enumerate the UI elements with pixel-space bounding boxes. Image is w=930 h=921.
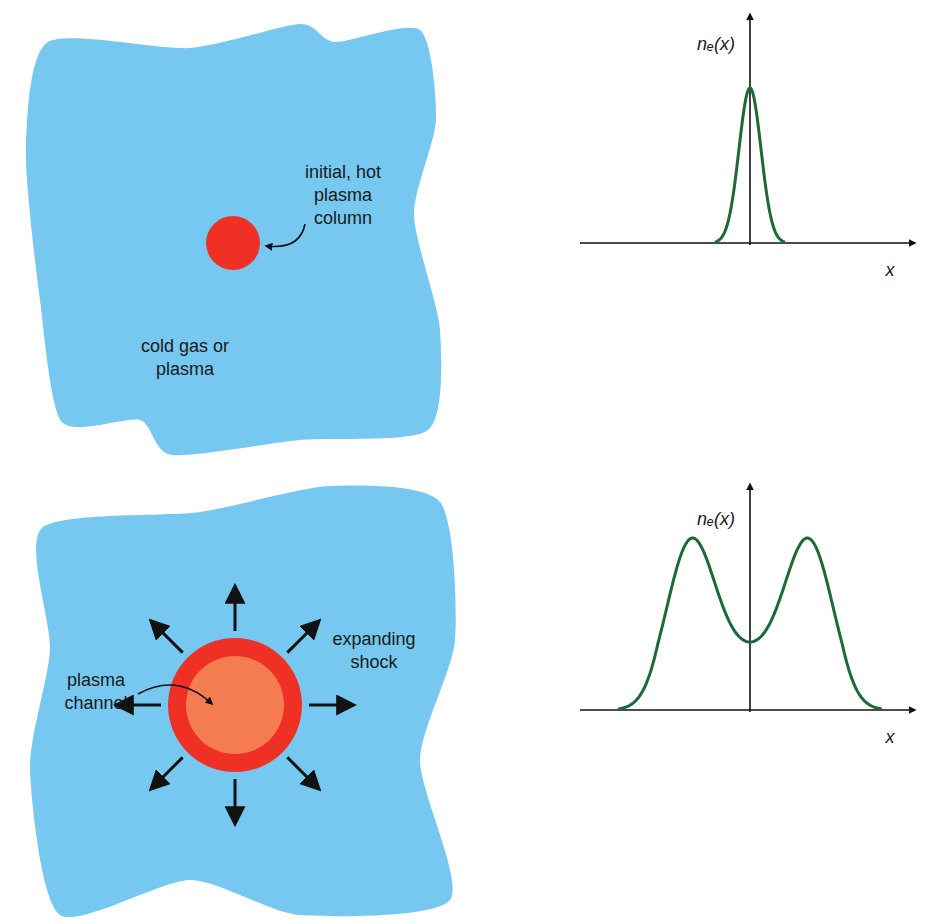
y-axis	[749, 484, 751, 712]
leader-arrow	[266, 224, 305, 247]
axis-label: nₑ(x)	[688, 508, 744, 531]
density-profile	[715, 88, 785, 242]
x-axis	[580, 242, 915, 244]
expansion-arrow	[234, 779, 237, 823]
expansion-arrow	[152, 757, 183, 788]
leader-arrow	[138, 685, 212, 704]
axis-label: nₑ(x)	[688, 33, 744, 56]
x-axis	[580, 709, 915, 711]
expansion-arrow	[234, 587, 237, 631]
axis-label: x	[880, 726, 900, 749]
expansion-arrow	[152, 622, 183, 653]
callout-label: plasma channel	[55, 669, 137, 715]
shock-ring	[168, 638, 302, 772]
cold-gas-region	[26, 24, 441, 455]
region-label: expanding shock	[322, 628, 426, 674]
cold-gas-region	[30, 485, 456, 917]
hot-plasma-column	[206, 216, 260, 270]
expansion-arrow	[287, 622, 318, 653]
expansion-arrow	[309, 704, 353, 707]
density-profile	[618, 538, 882, 709]
axis-label: x	[880, 259, 900, 282]
callout-label: initial, hot plasma column	[286, 161, 400, 230]
expansion-arrow	[287, 757, 318, 788]
plasma-channel-core	[186, 656, 284, 754]
y-axis	[749, 14, 751, 245]
region-label: cold gas or plasma	[140, 335, 230, 381]
